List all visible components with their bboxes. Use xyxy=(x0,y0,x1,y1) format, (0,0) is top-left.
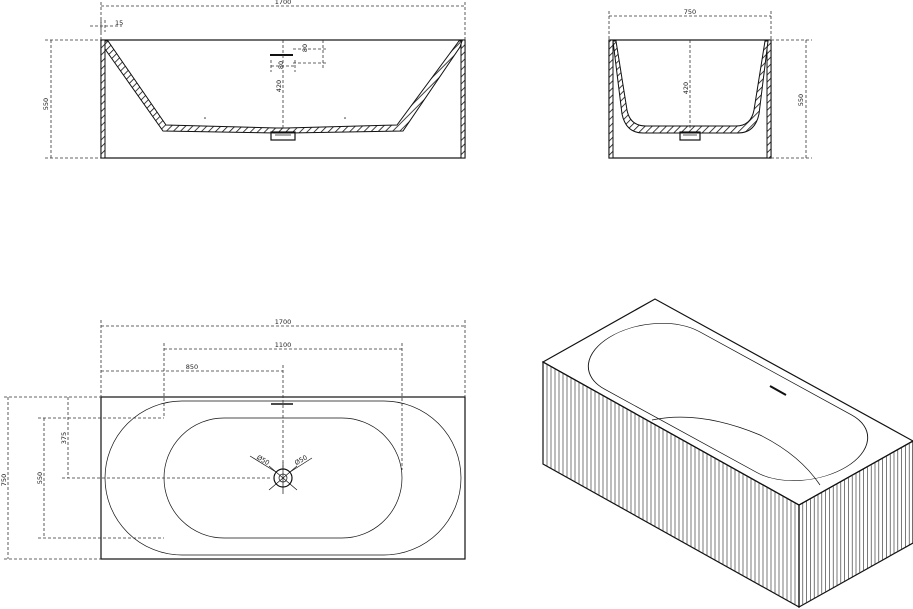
plan-drain-side-dim: 375 xyxy=(60,432,68,444)
side-section-view: 750 420 550 xyxy=(608,8,812,159)
front-height-dim: 550 xyxy=(42,98,50,110)
side-right-panel xyxy=(766,39,772,159)
iso-top-face xyxy=(541,298,913,506)
plan-inner-width-dim: 550 xyxy=(36,472,44,484)
front-shell-section xyxy=(104,40,463,134)
front-drain xyxy=(270,131,296,141)
plan-inner-length-dim: 1100 xyxy=(275,341,292,349)
overflow-height-dim: 80 xyxy=(301,44,309,52)
plan-width-dim: 750 xyxy=(0,474,8,486)
iso-rim xyxy=(587,323,869,481)
plan-view: 1700 1100 850 750 550 375 Ø50 Ø50 xyxy=(0,318,466,560)
side-drain xyxy=(679,131,701,141)
iso-front-flutes xyxy=(546,364,796,605)
iso-overflow xyxy=(769,385,787,396)
plan-drain-offset-dim: 850 xyxy=(186,363,198,371)
iso-right-flutes xyxy=(802,443,910,605)
iso-basin-curve xyxy=(651,416,821,486)
overflow-width-dim: 80 xyxy=(277,61,285,69)
side-depth-dim: 420 xyxy=(682,82,690,94)
front-wall-dim: 15 xyxy=(115,19,123,27)
plan-dia-left: Ø50 xyxy=(255,453,271,467)
side-width-dim: 750 xyxy=(684,8,696,16)
isometric-view xyxy=(541,298,913,609)
front-left-panel xyxy=(100,39,106,159)
front-depth-dim: 420 xyxy=(275,80,283,92)
front-length-dim: 1700 xyxy=(275,0,292,6)
front-section-view: 1700 15 550 420 80 80 xyxy=(42,0,466,159)
front-right-panel xyxy=(460,39,466,159)
side-left-panel xyxy=(608,39,614,159)
plan-length-dim: 1700 xyxy=(275,318,292,326)
side-shell-section xyxy=(612,40,769,134)
side-height-dim: 550 xyxy=(797,94,805,106)
